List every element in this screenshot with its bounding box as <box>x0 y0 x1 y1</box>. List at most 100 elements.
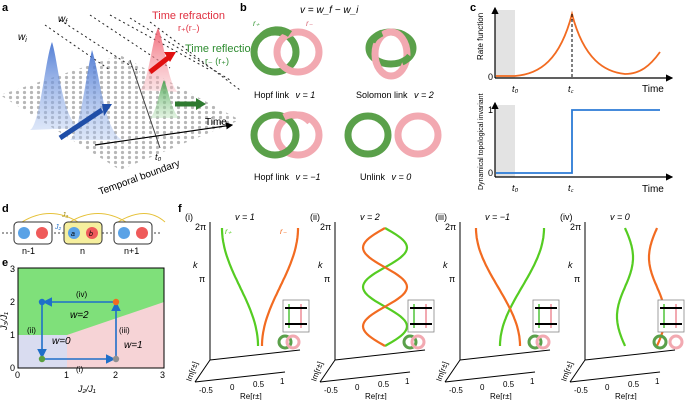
temporal-boundary-label: Temporal boundary <box>97 158 181 198</box>
lattice-dashes <box>44 14 241 91</box>
rate-function-label: Rate function <box>476 13 485 60</box>
incident-arrow <box>58 107 104 141</box>
bottom-tick-1: 1 <box>488 105 493 115</box>
f-xtick2-4: 0.5 <box>628 380 640 389</box>
e-ylabel: J₃/J₁ <box>0 312 9 331</box>
f-pi-4: π <box>574 274 580 284</box>
phase-diagram-frame <box>17 267 165 369</box>
panel-b-formula: v = w_f − w_i <box>300 5 359 16</box>
f-xtick0-4: -0.5 <box>574 386 588 395</box>
r-minus-curve-2 <box>361 227 409 347</box>
f-xtick0-3: -0.5 <box>449 386 463 395</box>
f-ring-green-3 <box>527 334 543 350</box>
top-time-label: Time <box>642 84 664 95</box>
f-im-label-3: Im[r±] <box>434 360 449 382</box>
refraction-sub: r₊(r₋) <box>178 23 200 33</box>
r-minus-curve-1 <box>260 228 300 346</box>
f-pi-1: π <box>199 274 205 284</box>
f-ring-green-2 <box>402 334 418 350</box>
link-name-2: Solomon link v = 2 <box>356 90 434 100</box>
f-pi-3: π <box>449 274 455 284</box>
point-w2-left <box>38 298 46 306</box>
bottom-shaded-region <box>495 105 515 177</box>
f-xtick3-4: 1 <box>655 377 660 386</box>
top-tc: t꜀ <box>568 84 575 94</box>
f-ring-pink-1 <box>285 334 301 350</box>
f-im-label-2: Im[r±] <box>309 360 324 382</box>
e-xlabel: J₂/J₁ <box>77 384 96 394</box>
f-ring-pink-4 <box>668 334 684 350</box>
f-re-label-4: Re[r±] <box>615 392 637 400</box>
f-xtick3-2: 1 <box>405 377 410 386</box>
panel-a-label: a <box>2 2 9 14</box>
r-plus-curve-2 <box>361 227 409 347</box>
link-name-3: Hopf link v = −1 <box>254 172 321 182</box>
f-ring-green-4 <box>652 334 668 350</box>
f-k-4: k <box>568 260 573 270</box>
bottom-t0: t₀ <box>512 183 519 193</box>
temporal-boundary-line <box>129 59 161 149</box>
svg-text:2: 2 <box>10 297 15 307</box>
t0-label: t₀ <box>155 152 162 162</box>
f-xtick1-4: 0 <box>605 383 610 392</box>
path-label-iii: (iii) <box>119 326 130 335</box>
r-minus-label: r₋ <box>306 19 314 28</box>
f-re-label-3: Re[r±] <box>490 392 512 400</box>
unlink <box>344 112 442 158</box>
panel-d-label: d <box>2 203 9 215</box>
f-tag-3: (iii) <box>435 212 447 222</box>
f-ring-pink-2 <box>410 334 426 350</box>
panel-e-label: e <box>2 257 8 269</box>
hopf-link-plus <box>250 26 323 76</box>
cell-label-n+1: n+1 <box>124 246 139 256</box>
r-minus-curve-3 <box>474 228 522 346</box>
label-w0: w=0 <box>52 336 71 347</box>
f-k-1: k <box>193 260 198 270</box>
reflection-title: Time reflection <box>185 43 257 55</box>
refraction-arrow <box>148 56 170 74</box>
f-2pi-1: 2π <box>195 222 206 232</box>
svg-text:3: 3 <box>10 264 15 274</box>
blue-wavepacket-1 <box>30 42 80 130</box>
solomon-link <box>365 28 417 80</box>
path-label-i: (i) <box>76 365 83 374</box>
svg-text:J₃: J₃ <box>61 212 69 219</box>
f-inset-box-1 <box>282 299 310 333</box>
bottom-time-label: Time <box>642 184 664 195</box>
f-v-3: v = −1 <box>485 212 510 222</box>
green-wavepacket <box>150 80 180 118</box>
time-axis-label: Time <box>205 117 227 128</box>
cell-label-n: n <box>80 246 85 256</box>
panel-c-label: c <box>470 2 476 14</box>
f-2pi-3: 2π <box>445 222 456 232</box>
svg-text:b: b <box>89 231 93 238</box>
f-v-1: v = 1 <box>235 212 255 222</box>
link-name-1: Hopf link v = 1 <box>254 90 315 100</box>
unit-cell-n+1 <box>113 221 153 245</box>
svg-text:2: 2 <box>113 370 118 380</box>
f-v-4: v = 0 <box>610 212 630 222</box>
panel-b: b v = w_f − w_i r₊ r₋ Hopf link v = 1 So… <box>240 2 442 182</box>
svg-text:3: 3 <box>160 370 165 380</box>
refraction-title: Time refraction <box>152 10 225 22</box>
bottom-tc: t꜀ <box>568 183 575 193</box>
svg-text:J₂: J₂ <box>54 224 62 231</box>
path-label-iv: (iv) <box>76 290 87 299</box>
f-im-label-1: Im[r±] <box>184 360 199 382</box>
topological-invariant-curve <box>496 109 660 174</box>
f-re-label-1: Re[r±] <box>240 392 262 400</box>
wi-label: wi <box>18 32 27 44</box>
blue-wavepacket-2 <box>70 50 122 140</box>
f-xtick0-2: -0.5 <box>324 386 338 395</box>
panel-e: e 0 1 2 3 0 1 2 3 J₂/J₁ J₃/J₁ w=2 <box>0 257 165 394</box>
f-xtick0-1: -0.5 <box>199 386 213 395</box>
f-r-minus-label: r₋ <box>280 227 288 236</box>
f-pi-2: π <box>324 274 330 284</box>
lattice-plane <box>0 55 240 170</box>
f-tag-4: (iv) <box>560 212 573 222</box>
